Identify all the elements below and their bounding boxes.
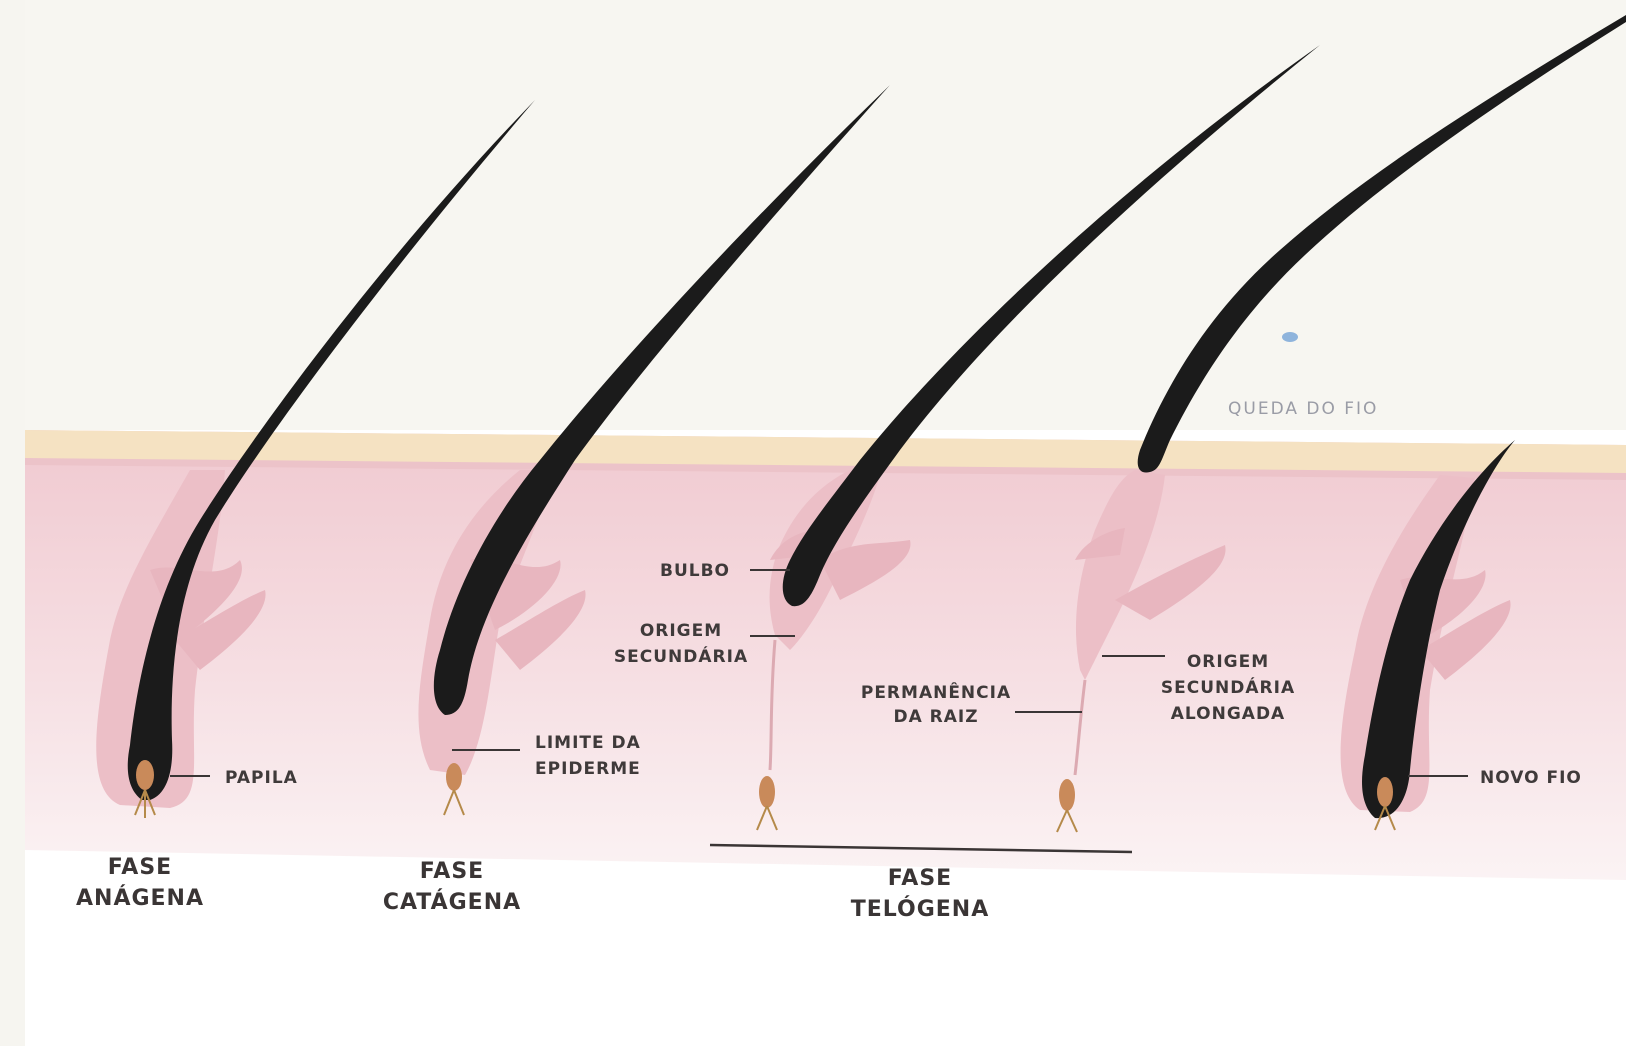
papilla-catagena (446, 763, 462, 791)
phase-catagena-2: CATÁGENA (383, 889, 521, 915)
label-limite-1: LIMITE DA (535, 733, 641, 753)
sky-area (25, 0, 1626, 430)
label-alongada-1: ORIGEM (1187, 652, 1269, 672)
label-alongada-2: SECUNDÁRIA (1161, 676, 1295, 698)
label-alongada-3: ALONGADA (1171, 704, 1285, 724)
label-permanencia-1: PERMANÊNCIA (861, 681, 1011, 703)
label-bulbo: BULBO (660, 561, 730, 581)
papilla-anagena (136, 760, 154, 790)
label-origem-1: ORIGEM (640, 621, 722, 641)
label-limite-2: EPIDERME (535, 759, 641, 779)
papilla-novo-fio (1377, 777, 1393, 807)
droplet (1282, 332, 1298, 342)
papilla-queda (1059, 779, 1075, 811)
label-queda: QUEDA DO FIO (1228, 399, 1378, 419)
phase-anagena-2: ANÁGENA (76, 885, 204, 911)
phase-catagena-1: FASE (420, 859, 484, 884)
label-papila: PAPILA (225, 768, 298, 788)
label-origem-2: SECUNDÁRIA (614, 645, 748, 667)
phase-telogena-1: FASE (888, 866, 952, 891)
label-permanencia-2: DA RAIZ (893, 707, 978, 727)
papilla-telogena (759, 776, 775, 808)
label-novo-fio: NOVO FIO (1480, 768, 1582, 788)
phase-anagena-1: FASE (108, 855, 172, 880)
phase-telogena-2: TELÓGENA (851, 896, 990, 922)
